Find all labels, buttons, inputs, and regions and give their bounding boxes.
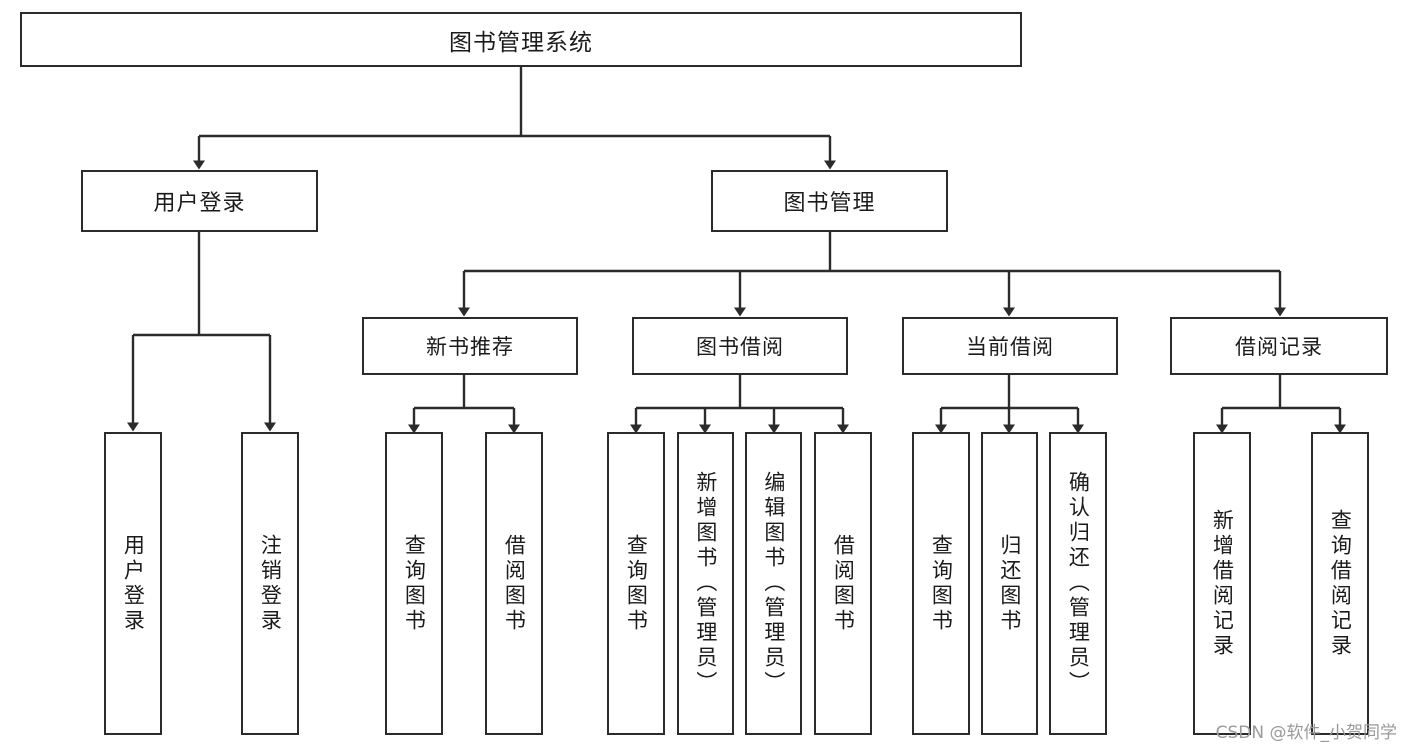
- node-new-book-recommend[interactable]: 新书推荐: [362, 317, 578, 375]
- leaf-new-book-query-book[interactable]: 查询图书: [385, 432, 443, 735]
- leaf-current-confirm-return-admin[interactable]: 确认归还（管理员）: [1049, 432, 1107, 735]
- leaf-borrow-query-book[interactable]: 查询图书: [607, 432, 665, 735]
- leaf-record-add-record[interactable]: 新增借阅记录: [1193, 432, 1251, 735]
- leaf-record-query-record[interactable]: 查询借阅记录: [1311, 432, 1369, 735]
- leaf-current-return-book[interactable]: 归还图书: [981, 432, 1038, 735]
- node-label: 用户登录: [121, 533, 146, 634]
- node-book-management[interactable]: 图书管理: [711, 170, 948, 232]
- node-label: 图书管理: [783, 191, 876, 216]
- leaf-user-login-logout[interactable]: 注销登录: [241, 432, 299, 735]
- node-label: 归还图书: [997, 533, 1022, 634]
- csdn-watermark: CSDN @软件_小贺同学: [1215, 723, 1397, 743]
- node-label: 新增借阅记录: [1210, 508, 1235, 659]
- node-label: 查询图书: [402, 533, 427, 634]
- node-label: 查询借阅记录: [1328, 508, 1353, 659]
- node-label: 编辑图书（管理员）: [761, 471, 786, 696]
- node-label: 查询图书: [929, 533, 954, 634]
- leaf-borrow-edit-book-admin[interactable]: 编辑图书（管理员）: [745, 432, 802, 735]
- node-label: 图书管理系统: [449, 29, 593, 56]
- node-label: 借阅图书: [502, 533, 527, 634]
- node-label: 当前借阅: [966, 335, 1054, 359]
- node-current-borrow[interactable]: 当前借阅: [902, 317, 1118, 375]
- node-borrow-record[interactable]: 借阅记录: [1170, 317, 1388, 375]
- node-label: 新增图书（管理员）: [693, 471, 718, 696]
- node-label: 借阅记录: [1235, 335, 1323, 359]
- node-label: 用户登录: [153, 191, 246, 216]
- node-book-borrow[interactable]: 图书借阅: [632, 317, 848, 375]
- leaf-borrow-borrow-book[interactable]: 借阅图书: [814, 432, 872, 735]
- node-label: 图书借阅: [696, 335, 784, 359]
- node-label: 新书推荐: [426, 335, 514, 359]
- node-label: 注销登录: [258, 533, 283, 634]
- leaf-borrow-add-book-admin[interactable]: 新增图书（管理员）: [677, 432, 734, 735]
- node-label: 查询图书: [624, 533, 649, 634]
- node-label: 确认归还（管理员）: [1066, 471, 1091, 696]
- node-label: 借阅图书: [831, 533, 856, 634]
- leaf-current-query-book[interactable]: 查询图书: [912, 432, 970, 735]
- leaf-new-book-borrow-book[interactable]: 借阅图书: [485, 432, 543, 735]
- leaf-user-login-login[interactable]: 用户登录: [104, 432, 162, 735]
- node-root-book-management-system[interactable]: 图书管理系统: [20, 12, 1022, 67]
- node-user-login[interactable]: 用户登录: [81, 170, 318, 232]
